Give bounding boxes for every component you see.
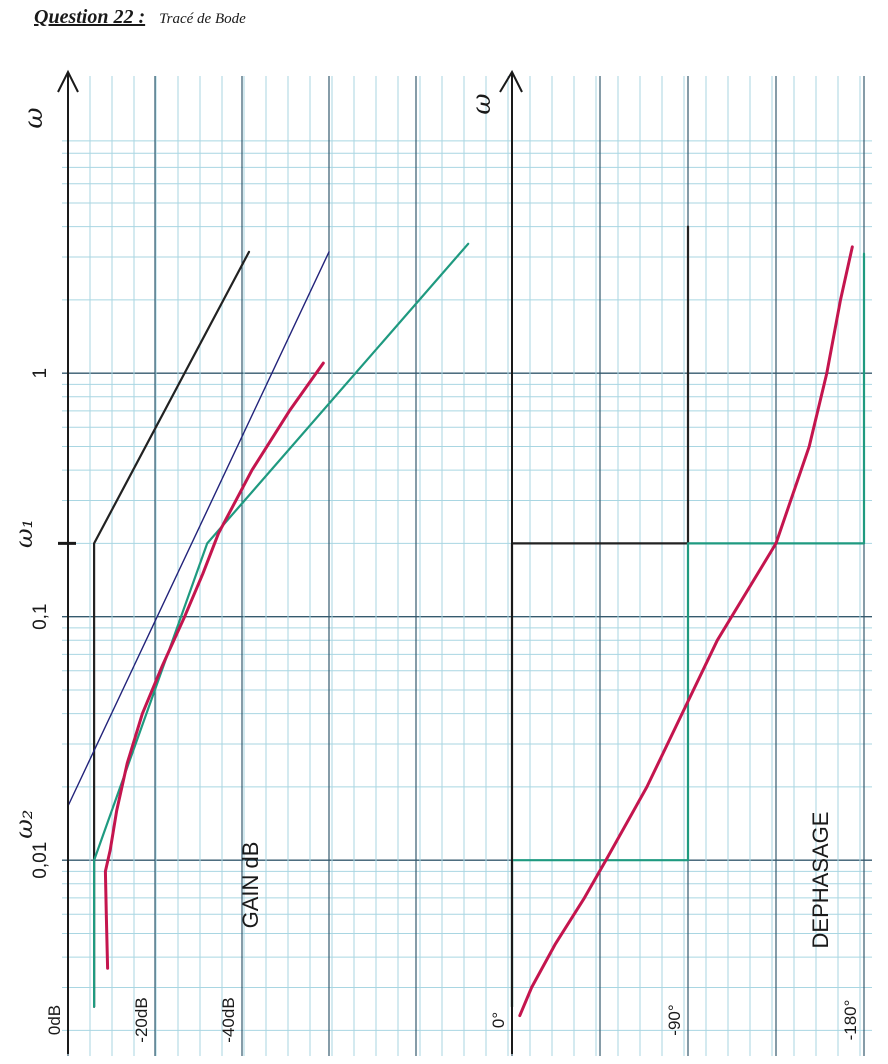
gain-series-asymptote-black — [92, 250, 251, 1008]
gain-axis-label: ω — [19, 107, 49, 128]
phase-axis-arrow — [499, 69, 523, 93]
axes — [57, 69, 523, 1054]
omega-annotation-1: ω₂ — [10, 810, 38, 839]
gain-series-real-curve — [103, 361, 325, 970]
curves — [67, 225, 866, 1018]
gain-tick-label-1: 0dB — [45, 1005, 64, 1035]
gain-tick-label-2: -20dB — [132, 997, 151, 1042]
omega-annotation-2: ω₁ — [10, 519, 38, 548]
gain-tick-label-3: -40dB — [219, 997, 238, 1042]
phase-axis-label: ω — [467, 93, 497, 114]
phase-tick-label-3: -180° — [841, 1000, 860, 1041]
x-tick-label-3: 1 — [30, 368, 51, 379]
question-subtitle: Tracé de Bode — [159, 11, 246, 27]
labels: 0,01 0,1 1 ω₂ ω₁ ω ω 0dB -20dB -40dB 0° -90° -180° GA… — [10, 93, 860, 1042]
gain-axis-arrow — [57, 69, 79, 93]
phase-tick-label-2: -90° — [665, 1004, 684, 1035]
gain-panel-label: GAIN dB — [238, 842, 263, 929]
question-label: Question 22 : — [34, 6, 146, 28]
page-header: Question 22 : Tracé de Bode — [34, 6, 534, 36]
phase-panel-label: DEPHASAGE — [808, 812, 833, 949]
phase-tick-label-1: 0° — [489, 1012, 508, 1028]
x-tick-label-2: 0,1 — [30, 603, 51, 629]
x-tick-label-1: 0,01 — [30, 842, 51, 879]
gain-series-asymptote-green — [92, 242, 470, 1008]
gain-series-asymptote-blue — [67, 251, 330, 807]
grid — [62, 76, 872, 1056]
phase-series-real-curve — [518, 245, 854, 1018]
